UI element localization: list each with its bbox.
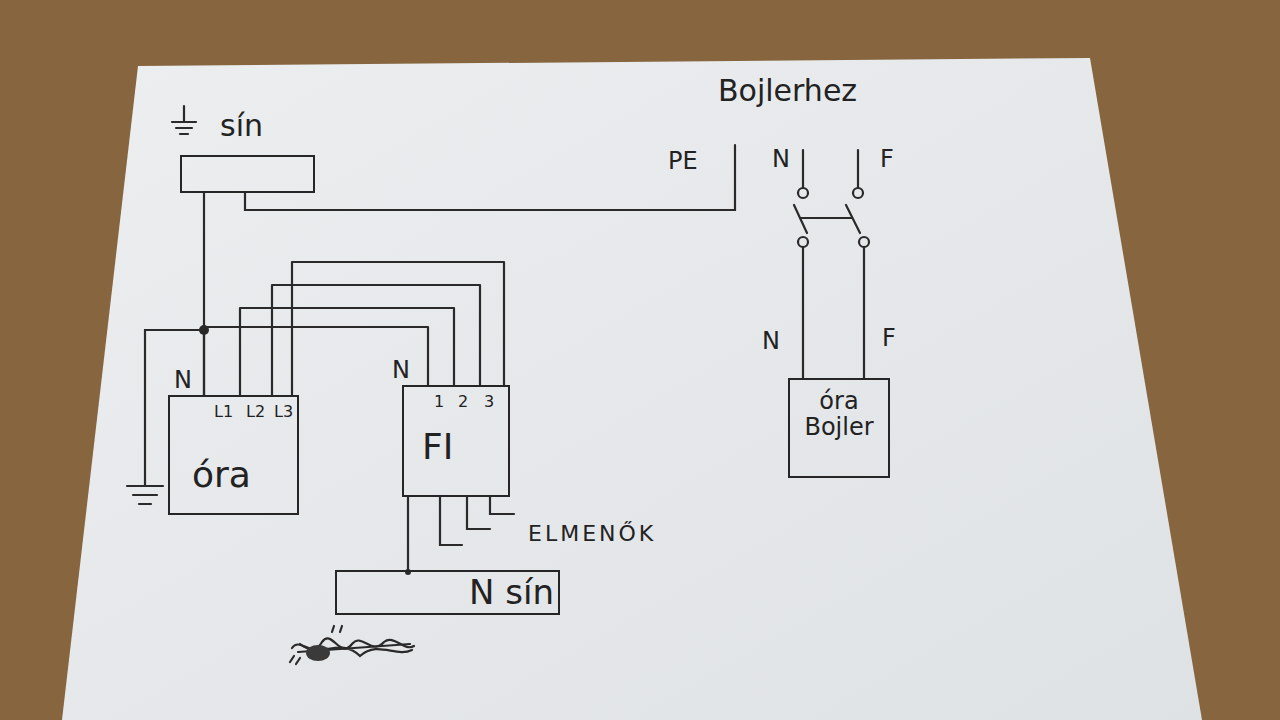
ground-symbol [172,121,196,123]
wire [292,262,504,395]
node-label: 1 [434,393,444,411]
switch-contact [859,237,869,247]
neutral-bus-bar: N sín [335,570,560,615]
node-label: FI [422,427,453,467]
switch-contact [853,188,863,198]
wire-label: N [762,328,780,354]
ground-symbol [139,503,151,505]
feed-wire [802,247,804,378]
switch-contact [798,237,808,247]
pe-wire [245,145,735,210]
node-label: sín [220,109,263,142]
output-wire [490,497,514,514]
node-label: N sín [469,574,554,611]
scribble [306,645,330,661]
ground-symbol [127,485,163,487]
wire [204,327,428,395]
node-label: L1 [214,403,233,421]
wire-label: F [882,325,896,351]
node-label: N [174,367,192,393]
feed-wire [857,150,859,188]
node-label: N [392,357,410,383]
ground-symbol [133,494,157,496]
wire [407,497,409,570]
paper-sheet [62,58,1202,720]
wire-label: F [880,146,894,172]
node-label: 3 [484,393,494,411]
feed-wire [802,150,804,188]
output-wire [467,497,490,529]
node-label: L2 [246,403,265,421]
wire [272,285,480,395]
feed-wire [863,247,865,378]
ground-bus-bar: sín [180,155,315,193]
switch-contact [798,188,808,198]
rcd-box: N123FI [402,385,510,497]
wire-label: N [772,146,790,172]
node-label: óra [192,455,251,495]
node-label: L3 [274,403,293,421]
ground-symbol [180,133,188,135]
node-label: óra Bojler [796,388,882,441]
ground-symbol [183,106,185,122]
wire-label: PE [668,148,698,174]
scribble [290,626,342,664]
boiler-meter-box: óra Bojler [788,378,890,478]
switch-link [800,217,852,219]
ground-symbol [176,127,192,129]
outputs-label: ELMENŐK [528,522,656,546]
heading-label: Bojlerhez [718,74,857,107]
output-wire [440,497,462,545]
meter-box: NL1L2L3óra [168,395,299,515]
node-label: 2 [458,393,468,411]
